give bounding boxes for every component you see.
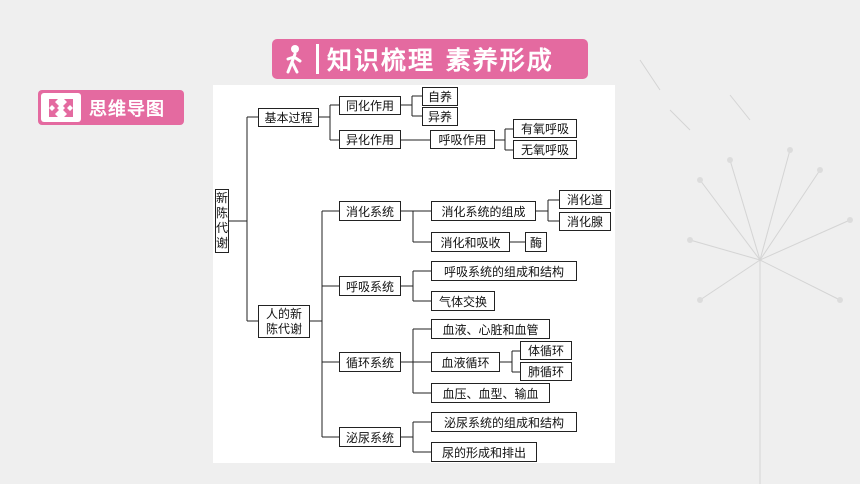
walking-figure-icon	[272, 39, 316, 79]
node-root: 新陈代谢	[215, 189, 229, 253]
node-respiratory-system: 呼吸系统	[339, 276, 401, 296]
node-urinary-composition: 泌尿系统的组成和结构	[431, 412, 577, 432]
banner-divider	[316, 44, 319, 74]
section-banner: 知识梳理 素养形成	[272, 39, 588, 79]
node-blood-pressure: 血压、血型、输血	[431, 383, 550, 403]
node-urine-formation: 尿的形成和排出	[431, 442, 537, 462]
connector-lines	[229, 95, 559, 453]
arrows-converge-icon	[41, 93, 81, 122]
mind-map-panel: 新陈代谢 基本过程 同化作用 自养 异养 异化作用 呼吸作用 有氧呼吸 无氧呼吸…	[213, 85, 615, 463]
node-autotrophic: 自养	[422, 87, 458, 106]
node-respiration: 呼吸作用	[430, 130, 495, 149]
node-systemic-circulation: 体循环	[520, 341, 572, 360]
badge-label: 思维导图	[89, 98, 165, 120]
node-basic-process: 基本过程	[258, 108, 319, 127]
node-circulatory-system: 循环系统	[339, 352, 401, 372]
node-respiratory-composition: 呼吸系统的组成和结构	[431, 261, 577, 281]
node-assimilation: 同化作用	[339, 96, 401, 115]
node-human-metabolism: 人的新陈代谢	[258, 305, 310, 338]
node-enzyme: 酶	[525, 232, 547, 252]
node-heterotrophic: 异养	[422, 107, 458, 126]
node-digestive-gland: 消化腺	[559, 212, 611, 231]
banner-title: 知识梳理 素养形成	[327, 46, 554, 75]
node-gas-exchange: 气体交换	[431, 291, 495, 311]
node-pulmonary-circulation: 肺循环	[520, 362, 572, 381]
node-digestive-composition: 消化系统的组成	[431, 201, 536, 221]
node-blood-heart-vessels: 血液、心脏和血管	[431, 319, 550, 339]
node-digestive-tract: 消化道	[559, 190, 611, 209]
node-dissimilation: 异化作用	[339, 130, 401, 149]
node-anaerobic: 无氧呼吸	[513, 140, 577, 159]
node-blood-circulation: 血液循环	[431, 352, 500, 372]
node-urinary-system: 泌尿系统	[339, 427, 401, 447]
node-digestive-system: 消化系统	[339, 201, 401, 221]
node-aerobic: 有氧呼吸	[513, 119, 577, 138]
node-digest-absorb: 消化和吸收	[431, 232, 510, 252]
mind-map-badge: 思维导图	[38, 90, 184, 125]
